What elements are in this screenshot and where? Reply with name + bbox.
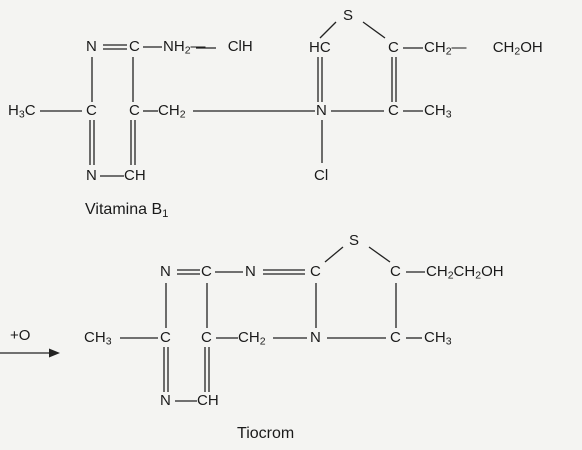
vit-atom-ch2ch2oh: CH2— CH2OH (424, 39, 543, 58)
vitamin-caption: Vitamina B1 (85, 201, 169, 220)
thio-atom-ch2: CH2 (238, 329, 266, 348)
thio-atom-ch-bottom: CH (197, 392, 219, 409)
thio-atom-n-ring: N (310, 329, 321, 346)
arrow-head-icon (49, 348, 60, 358)
thio-atom-c-ch3: C (390, 329, 401, 346)
thio-atom-ch3-left: CH3 (84, 329, 112, 348)
vit-atom-cl: Cl (314, 167, 329, 184)
thiochrome-caption: Tiocrom (237, 425, 295, 442)
vit-atom-nh2-clh: NH2— ClH (163, 38, 253, 57)
vit-atom-n-bottom: N (86, 167, 97, 184)
vit-atom-c-left: C (86, 102, 97, 119)
thio-atom-c-s: C (310, 263, 321, 280)
thio-atom-n-top: N (160, 263, 171, 280)
vit-atom-ch-bottom: CH (124, 167, 146, 184)
thio-atom-c-right: C (390, 263, 401, 280)
vit-atom-c-right: C (129, 102, 140, 119)
vit-atom-ch3: CH3 (424, 102, 452, 121)
vit-atom-h3c: H3C (8, 102, 36, 121)
thio-atom-ch3-right: CH3 (424, 329, 452, 348)
vit-atom-ch2: CH2 (158, 102, 186, 121)
thio-atom-c-left: C (160, 329, 171, 346)
thio-atom-c-mid: C (201, 329, 212, 346)
reaction-arrow-label: +O (10, 327, 31, 344)
thio-atom-c-top: C (201, 263, 212, 280)
thio-atom-s: S (349, 232, 360, 249)
thio-atom-n-mid: N (245, 263, 256, 280)
vit-atom-hc: HC (309, 39, 331, 56)
vit-atom-n-top: N (86, 38, 97, 55)
thio-atom-ch2ch2oh: CH2CH2OH (426, 263, 504, 282)
thio-atom-n-bottom: N (160, 392, 171, 409)
vit-atom-c-ch3: C (388, 102, 399, 119)
vit-atom-n-ring: N (316, 102, 327, 119)
vit-atom-c-s-right: C (388, 39, 399, 56)
vit-atom-s: S (343, 7, 354, 24)
vit-atom-c-top: C (129, 38, 140, 55)
